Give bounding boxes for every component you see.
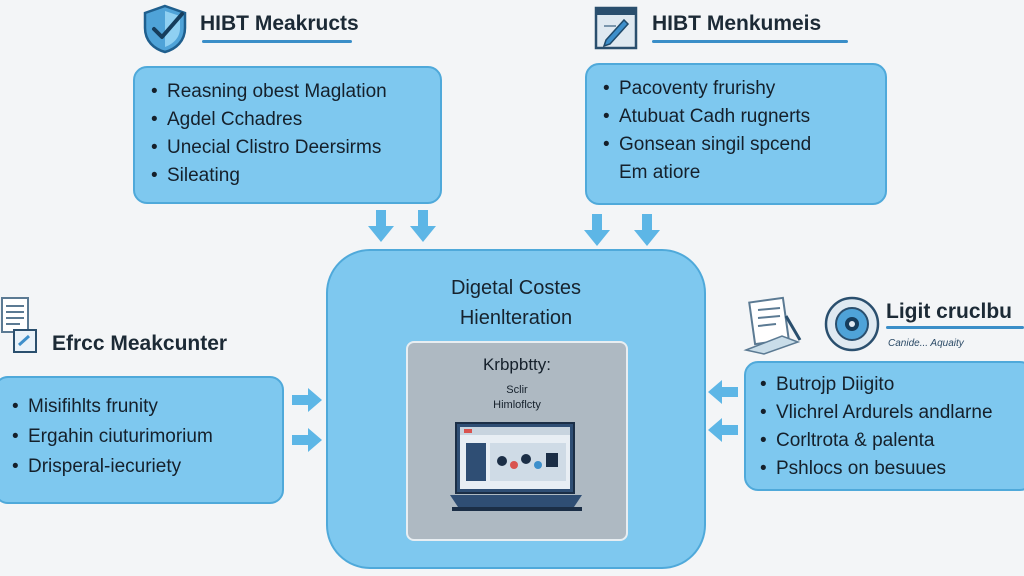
right-arrow-icon xyxy=(292,428,322,452)
right-underline xyxy=(886,326,1024,329)
laptop-dashboard-icon xyxy=(450,422,582,511)
left-arrow-icon xyxy=(708,418,738,442)
center-hub: Digetal Costes Hienlteration Krbpbtty: S… xyxy=(326,249,706,569)
list-item: Vlichrel Ardurels andlarne xyxy=(758,399,1024,427)
top-left-heading: HIBT Meakructs xyxy=(200,12,359,35)
right-heading: Ligit cruclbu xyxy=(886,300,1012,323)
inner-subtitle-line2: Himloflcty xyxy=(493,399,541,411)
list-item: Gonsean singil spcend xyxy=(601,131,871,159)
down-arrow-icon xyxy=(368,210,394,242)
list-item: Butrojp Diigito xyxy=(758,371,1024,399)
inner-panel: Krbpbtty: Sclir Himloflcty xyxy=(406,341,628,541)
list-item: Corltrota & palenta xyxy=(758,427,1024,455)
left-box: Misifihlts frunity Ergahin ciuturimorium… xyxy=(0,376,284,504)
left-arrow-icon xyxy=(708,380,738,404)
inner-subtitle: Sclir Himloflcty xyxy=(408,383,626,413)
right-box: Butrojp Diigito Vlichrel Ardurels andlar… xyxy=(744,361,1024,491)
list-item: Pshlocs on besuues xyxy=(758,455,1024,483)
list-item: Reasning obest Maglation xyxy=(149,78,426,106)
inner-title: Krbpbtty: xyxy=(482,355,552,374)
center-title-line1: Digetal Costes xyxy=(450,277,582,299)
top-right-underline xyxy=(652,40,848,43)
left-heading: Efrcc Meakcunter xyxy=(52,332,228,355)
list-item: Drisperal-iecuriety xyxy=(10,452,272,482)
document-stack-icon xyxy=(1,297,37,353)
right-arrow-icon xyxy=(292,388,322,412)
clipboard-pen-icon xyxy=(594,6,638,50)
down-arrow-icon xyxy=(634,214,660,246)
top-right-box: Pacoventy frurishy Atubuat Cadh rugnerts… xyxy=(585,63,887,205)
top-left-box: Reasning obest Maglation Agdel Cchadres … xyxy=(133,66,442,204)
list-item: Atubuat Cadh rugnerts xyxy=(601,103,871,131)
document-pen-icon xyxy=(743,296,802,355)
center-title-line2: Hienlteration xyxy=(459,307,573,329)
right-subheading: Canide... Aquaity xyxy=(888,338,964,349)
list-item: Misifihlts frunity xyxy=(10,392,272,422)
list-item: Ergahin ciuturimorium xyxy=(10,422,272,452)
top-left-underline xyxy=(202,40,352,43)
list-item: Agdel Cchadres xyxy=(149,106,426,134)
center-title: Digetal Costes Hienlteration xyxy=(328,273,704,333)
list-item-continuation: Em atiore xyxy=(619,162,701,183)
list-item: Unecial Clistro Deersirms xyxy=(149,134,426,162)
shield-check-icon xyxy=(143,4,187,54)
down-arrow-icon xyxy=(410,210,436,242)
top-right-heading: HIBT Menkumeis xyxy=(652,12,822,35)
list-item: Sileating xyxy=(149,162,426,190)
inner-subtitle-line1: Sclir xyxy=(506,384,528,396)
disc-target-icon xyxy=(824,296,880,352)
list-item: Pacoventy frurishy xyxy=(601,75,871,103)
down-arrow-icon xyxy=(584,214,610,246)
